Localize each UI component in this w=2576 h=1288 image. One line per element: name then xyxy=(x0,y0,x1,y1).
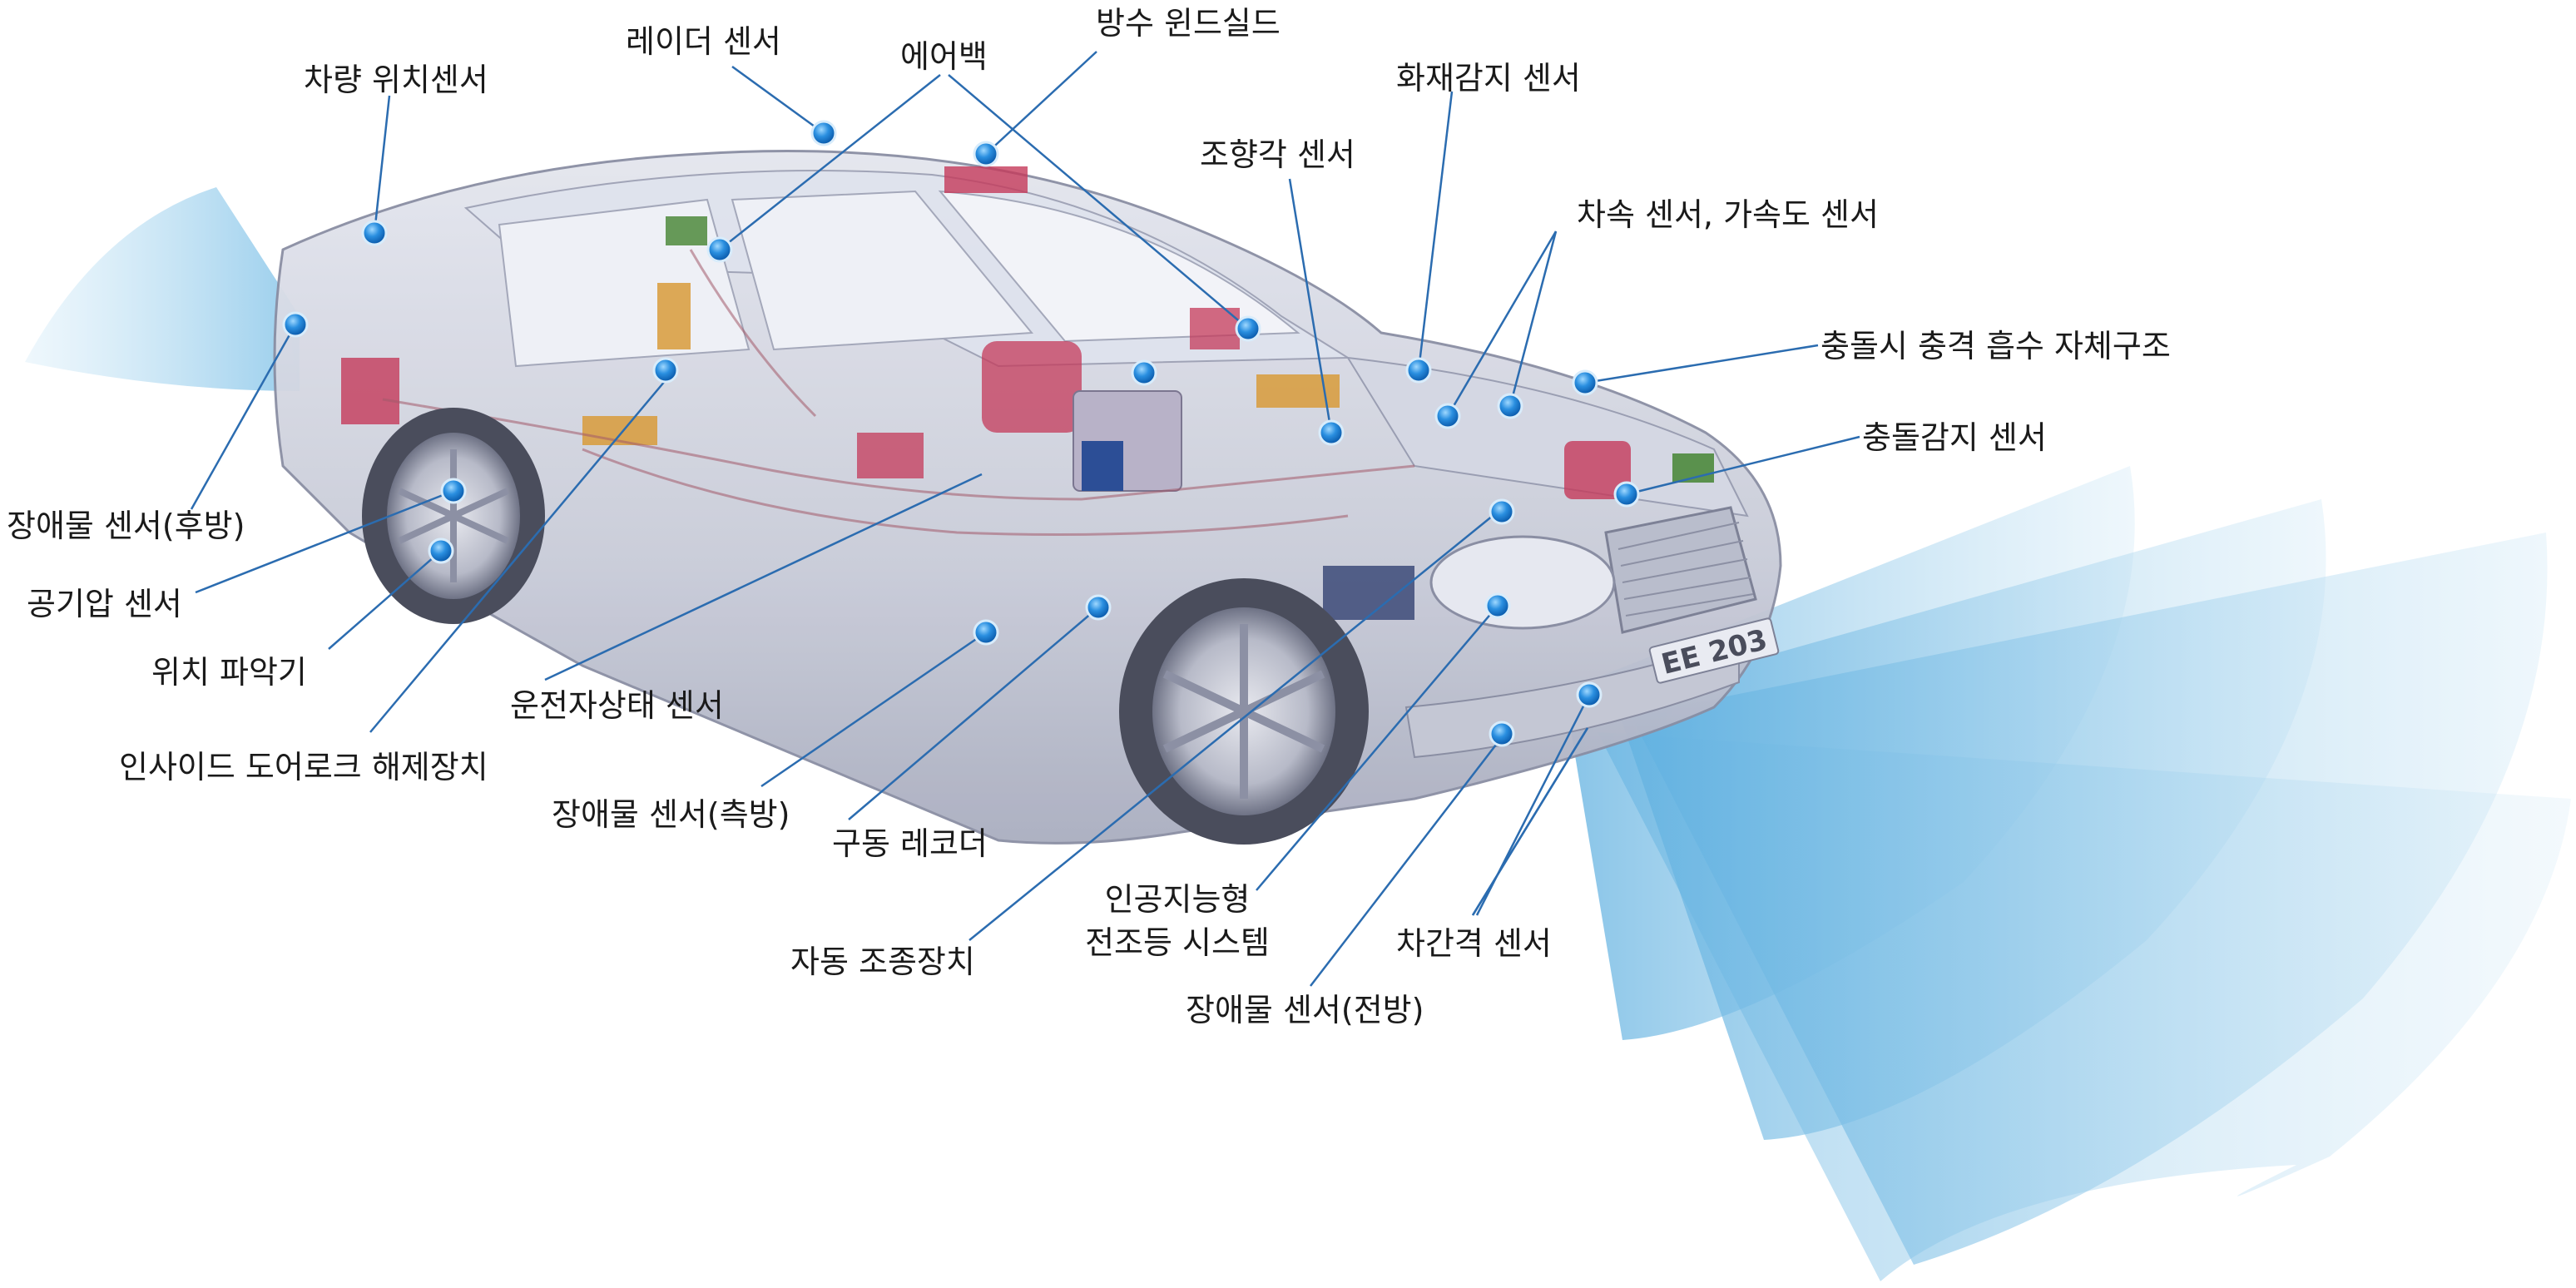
car-body xyxy=(273,150,1782,845)
label-auto-steering-device: 자동 조종장치 xyxy=(790,944,975,980)
label-speed-acceleration-sensor: 차속 센서, 가속도 센서 xyxy=(1577,196,1879,233)
label-inside-door-lock-release: 인사이드 도어로크 해제장치 xyxy=(119,749,488,785)
label-driver-state-sensor: 운전자상태 센서 xyxy=(510,687,724,724)
label-ai-headlamp-system: 인공지능형 전조등 시스템 xyxy=(1048,878,1306,964)
label-air-pressure-sensor: 공기압 센서 xyxy=(27,586,182,622)
label-steering-angle-sensor: 조향각 센서 xyxy=(1200,136,1355,173)
rear-sensor-beam xyxy=(25,187,300,391)
label-fire-detection-sensor: 화재감지 센서 xyxy=(1396,60,1581,97)
label-obstacle-sensor-front: 장애물 센서(전방) xyxy=(1186,992,1424,1028)
label-ai-headlamp-line2: 전조등 시스템 xyxy=(1085,924,1270,961)
label-radar-sensor: 레이더 센서 xyxy=(626,23,781,60)
label-vehicle-position-sensor: 차량 위치센서 xyxy=(304,62,488,98)
label-ai-headlamp-line1: 인공지능형 xyxy=(1104,881,1251,918)
label-obstacle-sensor-rear: 장애물 센서(후방) xyxy=(7,508,245,544)
rear-wheel xyxy=(362,408,545,624)
label-airbag: 에어백 xyxy=(900,38,988,75)
label-impact-absorbing-body: 충돌시 충격 흡수 자체구조 xyxy=(1821,328,2171,364)
front-wheel xyxy=(1119,578,1369,845)
sensor-dots xyxy=(282,120,1640,747)
label-distance-sensor: 차간격 센서 xyxy=(1396,925,1552,962)
label-position-locator: 위치 파악기 xyxy=(151,654,307,691)
leader-lines xyxy=(190,51,1860,987)
front-sensor-beams xyxy=(1564,466,2571,1281)
label-driving-recorder: 구동 레코더 xyxy=(832,825,988,862)
label-waterproof-windshield: 방수 윈드실드 xyxy=(1096,5,1281,42)
label-collision-detection-sensor: 충돌감지 센서 xyxy=(1862,419,2047,456)
label-obstacle-sensor-side: 장애물 센서(측방) xyxy=(552,796,790,833)
